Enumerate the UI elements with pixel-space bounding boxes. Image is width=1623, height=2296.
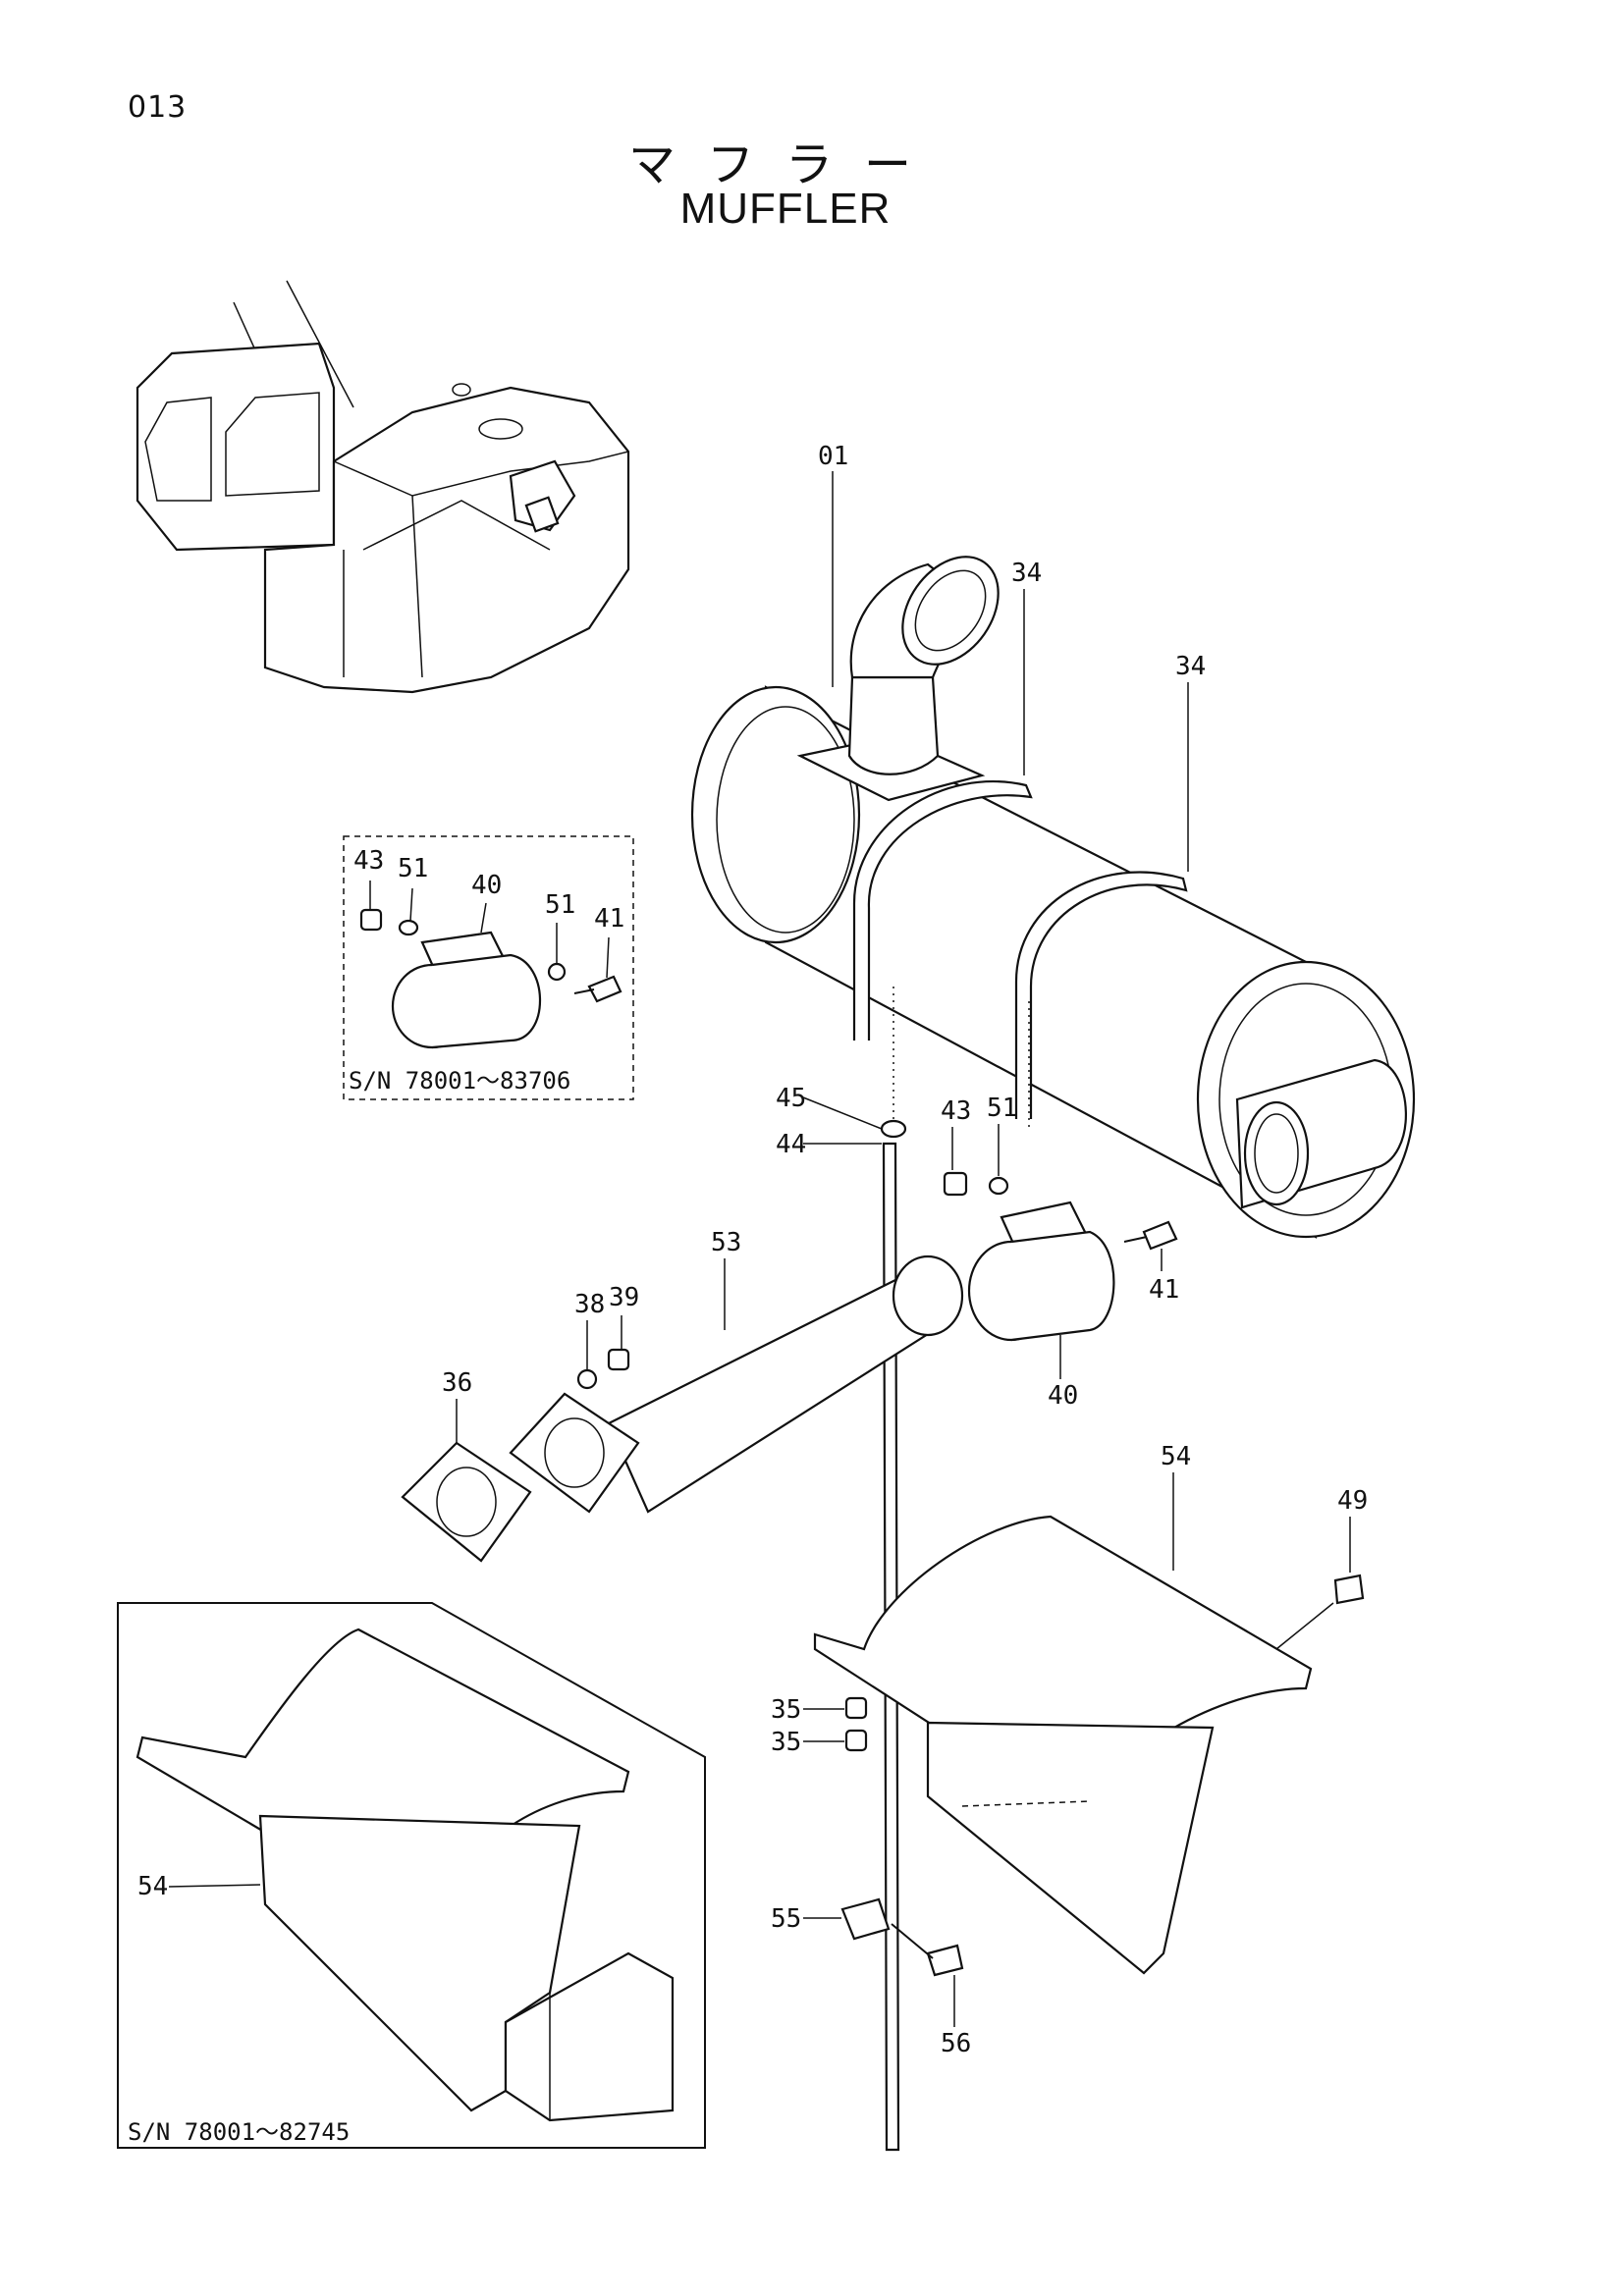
callout-35b: 35: [771, 1728, 801, 1757]
callout-39: 39: [609, 1283, 639, 1312]
title-english: MUFFLER: [679, 185, 892, 233]
callout-41: 41: [1149, 1275, 1179, 1305]
callout-inset-40: 40: [471, 871, 502, 900]
washer-51-main-part: [988, 1176, 1009, 1196]
nut-43-main-part: [943, 1171, 968, 1197]
callout-44: 44: [776, 1130, 806, 1159]
bolt-41-part: [587, 975, 622, 1003]
washer-45-part: [880, 1119, 907, 1139]
inset-clamp-serial: S/N 78001～83706: [349, 1067, 570, 1095]
callout-53: 53: [711, 1228, 741, 1257]
callout-38: 38: [574, 1290, 605, 1319]
band-34a-part: [852, 780, 1033, 1041]
callout-45: 45: [776, 1084, 806, 1113]
muffler-assembly: 01 34 34 45 44 43 51 53 38 39 36 40 41 5…: [401, 442, 1416, 2152]
nut-35b-part: [844, 1729, 868, 1752]
excavator-overview: [135, 280, 630, 694]
washer-51-part: [398, 919, 419, 936]
clip-55-part: [840, 1897, 891, 1941]
callout-inset-43: 43: [353, 846, 384, 876]
callout-inset-41: 41: [594, 904, 624, 934]
callout-34a: 34: [1011, 559, 1042, 588]
callout-36: 36: [442, 1368, 472, 1398]
callout-55: 55: [771, 1904, 801, 1934]
callout-40: 40: [1048, 1381, 1078, 1411]
inset-bracket-serial: S/N 78001～82745: [128, 2118, 350, 2146]
inset-clamp-assembly: 43 51 40 51 41 S/N 78001～83706: [343, 835, 634, 1100]
nut-43-part: [359, 908, 383, 932]
page-number: 013: [128, 90, 188, 125]
nut-35a-part: [844, 1696, 868, 1720]
callout-01: 01: [818, 442, 848, 471]
inset-bracket: 54 S/N 78001～82745: [117, 1602, 706, 2149]
callout-51: 51: [987, 1094, 1017, 1123]
title-japanese: マフラー: [627, 137, 943, 192]
nut-39-part: [607, 1348, 630, 1371]
callout-inset-51b: 51: [545, 890, 575, 920]
callout-43: 43: [941, 1096, 971, 1126]
callout-35a: 35: [771, 1695, 801, 1725]
callout-inset-51a: 51: [398, 854, 428, 883]
callout-54: 54: [1161, 1442, 1191, 1471]
callout-inset-54: 54: [137, 1872, 168, 1901]
bolt-41-main-part: [1142, 1220, 1178, 1251]
washer-38-part: [576, 1368, 598, 1390]
gasket-36-part: [401, 1441, 532, 1563]
band-34b-part: [1014, 871, 1188, 1119]
bolt-56-part: [926, 1944, 964, 1977]
callout-56: 56: [941, 2029, 971, 2058]
callout-34b: 34: [1175, 652, 1206, 681]
bolt-49-part: [1333, 1574, 1365, 1605]
callout-49: 49: [1337, 1486, 1368, 1516]
